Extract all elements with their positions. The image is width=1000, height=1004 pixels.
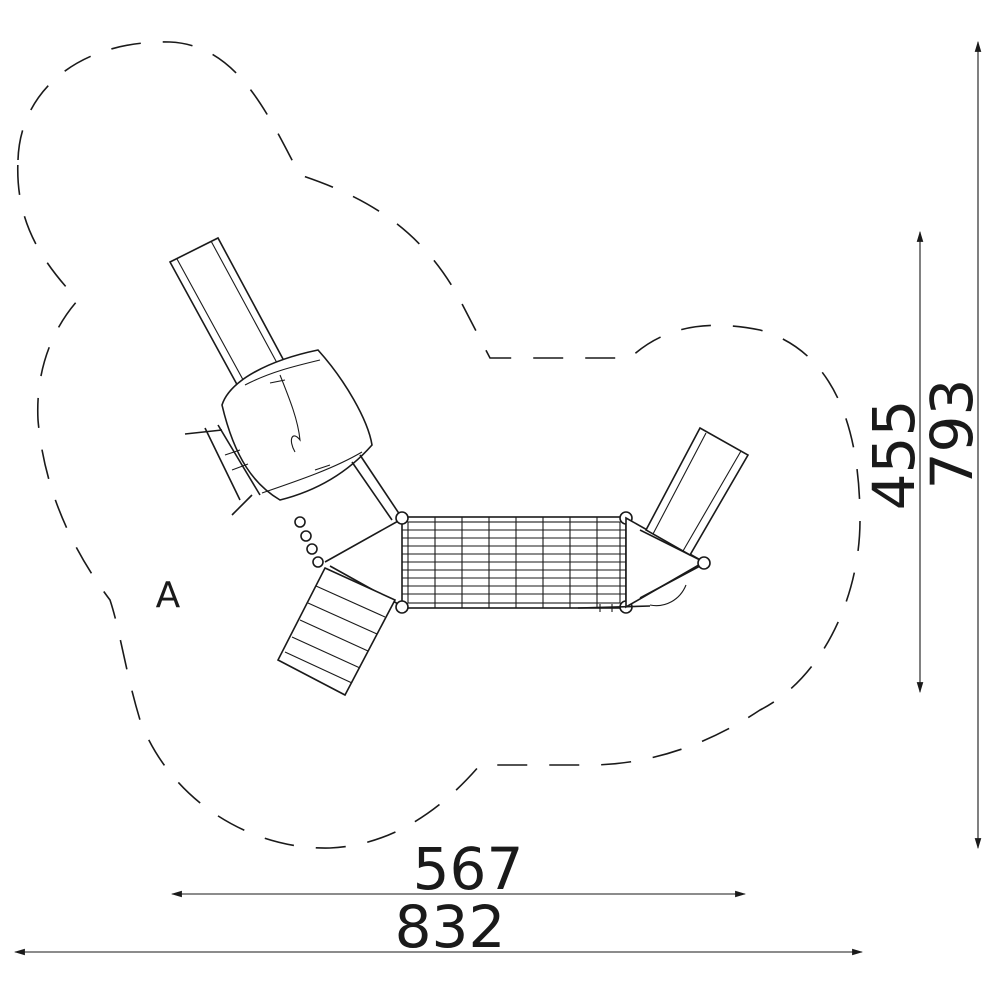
dim-height-inner: 455	[860, 400, 928, 511]
zone-label: A	[156, 575, 181, 616]
stairs-lower-left	[276, 566, 397, 697]
safety-zone-outline	[16, 41, 861, 849]
dim-width-outer: 832	[395, 893, 506, 961]
slide-right	[644, 426, 750, 557]
dim-width-inner: 567	[413, 835, 524, 903]
dim-height-outer: 793	[918, 379, 986, 490]
tower-side-frame	[184, 424, 261, 516]
slide-upper-left	[168, 236, 292, 391]
bridge-deck	[395, 511, 633, 614]
tower-roof	[221, 349, 373, 501]
